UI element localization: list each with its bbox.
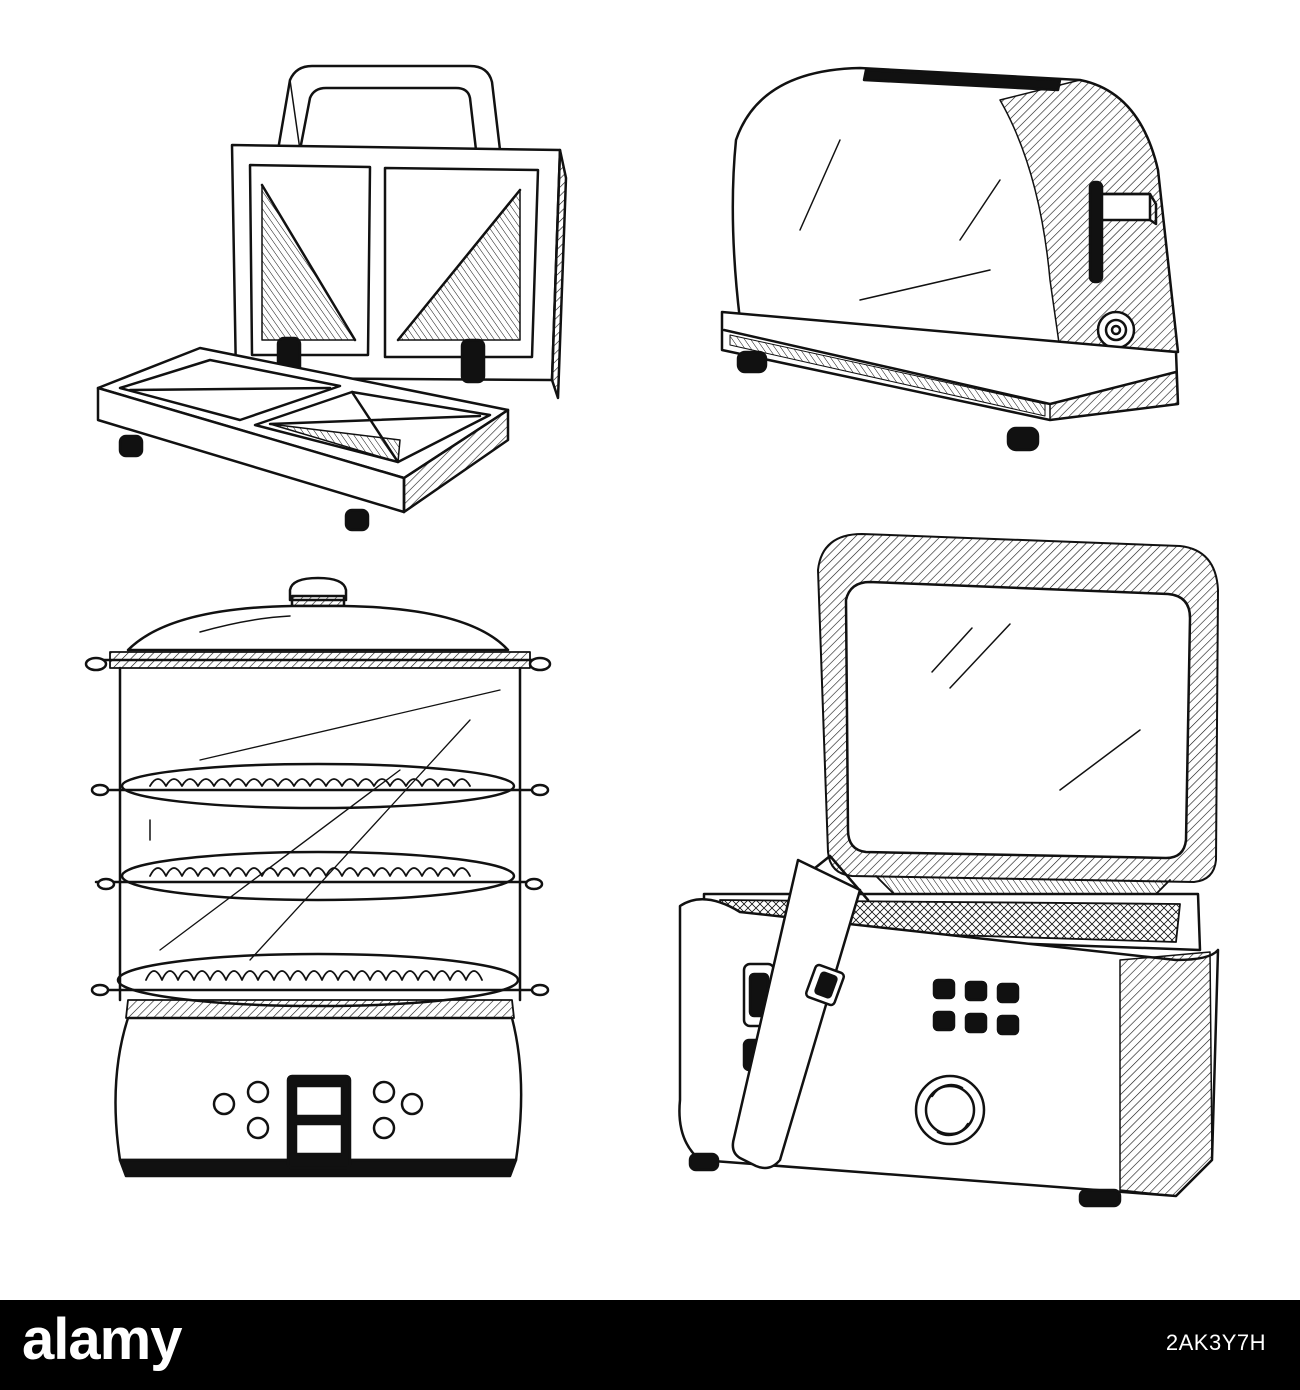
toaster-sketch <box>720 66 1180 452</box>
deep-fryer-sketch <box>678 533 1220 1208</box>
watermark-bar: alamy 2AK3Y7H <box>0 1300 1300 1390</box>
food-steamer-sketch <box>84 576 552 1178</box>
artwork-canvas <box>84 64 1220 1208</box>
sandwich-maker-sketch <box>96 64 568 532</box>
image-id: 2AK3Y7H <box>1165 1330 1266 1355</box>
alamy-logo: alamy <box>22 1307 182 1372</box>
